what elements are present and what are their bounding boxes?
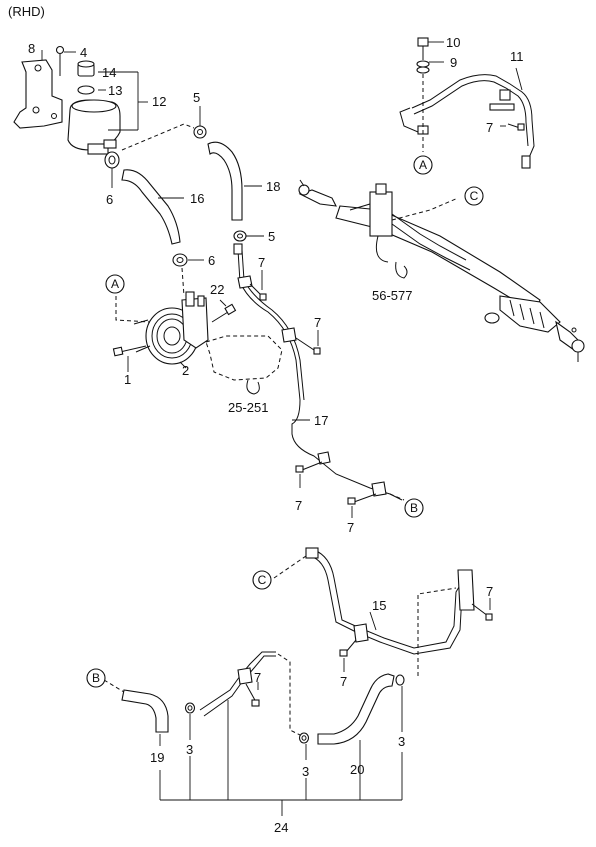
part-label-7-pump: 7 xyxy=(258,255,265,270)
part-label-22: 22 xyxy=(210,282,224,297)
part-label-19: 19 xyxy=(150,750,164,765)
return-pipe-connector xyxy=(199,651,276,711)
return-hose-19 xyxy=(121,689,169,733)
part-label-12: 12 xyxy=(152,94,166,109)
part-label-5-upper: 5 xyxy=(193,90,200,105)
part-label-3-right: 3 xyxy=(398,734,405,749)
return-hose-20 xyxy=(317,673,395,745)
svg-text:C: C xyxy=(258,573,267,587)
part-label-6-upper: 6 xyxy=(106,192,113,207)
pressure-pipe-17 xyxy=(237,249,403,501)
part-label-3-middle: 3 xyxy=(302,764,309,779)
part-label-8: 8 xyxy=(28,41,35,56)
bolt-7-lower-left xyxy=(295,461,323,473)
svg-text:A: A xyxy=(111,277,119,291)
part-label-7-lower-left: 7 xyxy=(295,498,302,513)
part-label-4: 4 xyxy=(80,45,87,60)
bolt-7-hose-11 xyxy=(507,123,525,131)
pump-mount-outline xyxy=(205,335,283,381)
clamp-3-hose-20 xyxy=(298,732,310,744)
tie-rod-end-left xyxy=(298,179,337,207)
part-label-5-lower: 5 xyxy=(268,229,275,244)
ref-label-steering-gear: 56-577 xyxy=(372,288,412,303)
part-label-7-connector: 7 xyxy=(254,670,261,685)
part-label-6-lower: 6 xyxy=(208,253,215,268)
part-label-10: 10 xyxy=(446,35,460,50)
part-label-1: 1 xyxy=(124,372,131,387)
cap-seal-ring xyxy=(77,85,95,95)
part-label-7-pipe-15-right: 7 xyxy=(486,584,493,599)
svg-text:A: A xyxy=(419,158,427,172)
bolt-7-connector xyxy=(245,683,260,707)
part-label-18: 18 xyxy=(266,179,280,194)
svg-text:C: C xyxy=(470,189,479,203)
pump-bolt-1 xyxy=(112,345,147,357)
svg-text:B: B xyxy=(92,671,100,685)
pipe-bracket-lower-1 xyxy=(317,451,331,465)
power-steering-pump xyxy=(133,291,209,365)
hose-clamp-5-upper xyxy=(193,125,207,139)
pipe-bracket-lower-2 xyxy=(371,481,387,497)
bolt-7-pipe-15-right xyxy=(471,603,493,621)
bolt-7-mid-pipe xyxy=(295,337,321,355)
ref-label-pump-mount: 25-251 xyxy=(228,400,268,415)
callout-a-pump: A xyxy=(105,274,125,294)
callout-b-pipe-17: B xyxy=(404,498,424,518)
suction-hose-16 xyxy=(121,169,181,245)
part-label-13: 13 xyxy=(108,83,122,98)
hose-clamp-5-lower xyxy=(233,230,247,242)
return-hose-18 xyxy=(207,141,243,221)
part-label-17: 17 xyxy=(314,413,328,428)
bolt-7-pipe-15-left xyxy=(339,639,357,657)
part-label-3-left: 3 xyxy=(186,742,193,757)
tie-rod-end-right xyxy=(555,320,585,362)
hose-clamp-6-lower xyxy=(172,253,188,267)
pump-bolt-22 xyxy=(211,303,237,323)
reservoir-bracket xyxy=(13,59,63,129)
part-label-7-lower-right: 7 xyxy=(347,520,354,535)
part-label-20: 20 xyxy=(350,762,364,777)
steering-gear-rack xyxy=(335,183,561,333)
gasket-9 xyxy=(416,60,430,74)
pipe-bracket-upper xyxy=(237,275,253,289)
callout-c-gear: C xyxy=(464,186,484,206)
part-label-9: 9 xyxy=(450,55,457,70)
part-label-7-hose-11: 7 xyxy=(486,120,493,135)
part-label-11: 11 xyxy=(510,49,524,64)
part-label-7-mid: 7 xyxy=(314,315,321,330)
reservoir-cap xyxy=(77,60,95,77)
variant-label: (RHD) xyxy=(8,4,45,19)
hose-clamp-6-upper xyxy=(104,151,120,169)
part-label-24: 24 xyxy=(274,820,288,835)
callout-c-pipe-15: C xyxy=(252,570,272,590)
clamp-3-hose-19 xyxy=(184,702,196,714)
part-label-7-pipe-15-left: 7 xyxy=(340,674,347,689)
return-pipe-15 xyxy=(305,547,475,655)
part-label-15: 15 xyxy=(372,598,386,613)
part-label-16: 16 xyxy=(190,191,204,206)
clamp-3-hose-20-end xyxy=(395,674,405,686)
part-label-14: 14 xyxy=(102,65,116,80)
bolt-7-lower-right xyxy=(347,493,377,505)
svg-text:B: B xyxy=(410,501,418,515)
reservoir-tank xyxy=(67,99,121,155)
bolt-4 xyxy=(55,45,65,76)
pipe-bracket-middle xyxy=(281,327,297,343)
bolt-7-upper-pump xyxy=(249,283,267,301)
callout-b-hose-19: B xyxy=(86,668,106,688)
fitting-bolt-10 xyxy=(417,37,429,60)
callout-a-reservoir: A xyxy=(413,155,433,175)
pressure-hose-11 xyxy=(411,74,535,161)
part-label-2: 2 xyxy=(182,363,189,378)
